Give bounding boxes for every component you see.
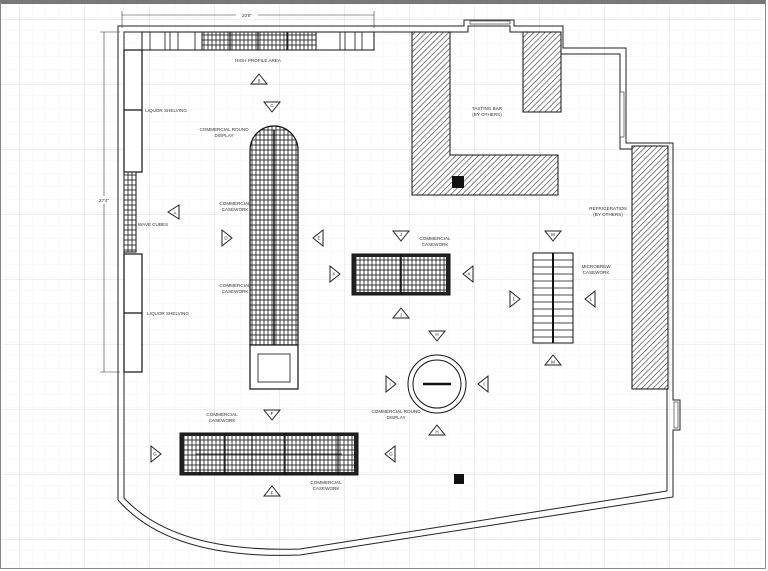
- section-marker[interactable]: M: [543, 230, 563, 242]
- label-casework-4b: CASEWORK: [209, 418, 237, 423]
- label-microbrew-2: CASEWORK: [583, 270, 611, 275]
- label-tasting-bar-1: TASTING BAR: [472, 106, 503, 111]
- microbrew-casework: [532, 252, 574, 344]
- label-round-display-bottom-2: DISPLAY: [386, 415, 405, 420]
- label-casework-4a: COMMERCIAL: [206, 412, 238, 417]
- label-casework-2b: CASEWORK: [222, 289, 250, 294]
- column-block: [454, 474, 464, 484]
- section-marker[interactable]: J: [391, 307, 411, 319]
- dimension-top-label: 20'8": [242, 13, 253, 18]
- section-marker[interactable]: K: [329, 264, 341, 284]
- label-liquor-shelving-top: LIQUOR SHELVING: [145, 108, 187, 113]
- door-right: [619, 91, 625, 138]
- center-casework: [351, 253, 451, 296]
- section-marker[interactable]: E: [312, 228, 324, 248]
- svg-text:A: A: [173, 211, 176, 216]
- svg-text:G: G: [153, 452, 157, 457]
- section-marker[interactable]: K: [462, 264, 474, 284]
- label-round-display-bottom-1: COMMERCIAL ROUND: [371, 409, 421, 414]
- label-casework-3a: COMMERCIAL: [419, 236, 451, 241]
- svg-text:M: M: [551, 232, 555, 237]
- svg-text:L: L: [590, 297, 593, 302]
- label-liquor-shelving-bottom: LIQUOR SHELVING: [147, 311, 189, 316]
- bottom-casework: [179, 432, 359, 476]
- svg-text:J: J: [400, 313, 402, 318]
- section-marker[interactable]: I: [477, 374, 489, 394]
- svg-text:J: J: [400, 232, 402, 237]
- svg-text:K: K: [332, 272, 335, 277]
- section-marker[interactable]: L: [509, 289, 521, 309]
- liquor-shelving-left: [123, 49, 143, 373]
- svg-text:F: F: [271, 491, 274, 496]
- svg-text:I: I: [483, 382, 484, 387]
- section-marker[interactable]: F: [262, 485, 282, 497]
- door-top: [469, 20, 511, 25]
- dimension-left-label: 27'4": [99, 198, 110, 203]
- label-round-display-top-2: DISPLAY: [214, 133, 233, 138]
- label-casework-5b: CASEWORK: [313, 486, 341, 491]
- label-tasting-bar-2: (BY OTHERS): [472, 112, 502, 117]
- long-casework-display: [249, 125, 299, 390]
- label-casework-1a: COMMERCIAL: [219, 201, 251, 206]
- section-marker[interactable]: H: [427, 424, 447, 436]
- round-display: [407, 354, 467, 414]
- label-refrigeration-2: (BY OTHERS): [593, 212, 623, 217]
- svg-text:G: G: [389, 452, 393, 457]
- svg-text:I: I: [389, 382, 390, 387]
- label-casework-2a: COMMERCIAL: [219, 283, 251, 288]
- section-marker[interactable]: H: [427, 330, 447, 342]
- svg-text:H: H: [435, 430, 438, 435]
- section-marker[interactable]: B: [249, 73, 269, 85]
- svg-text:F: F: [271, 411, 274, 416]
- svg-text:H: H: [435, 332, 438, 337]
- label-casework-1b: CASEWORK: [222, 207, 250, 212]
- section-marker[interactable]: G: [384, 444, 396, 464]
- section-marker[interactable]: C: [262, 101, 282, 113]
- section-marker[interactable]: F: [262, 409, 282, 421]
- label-casework-5a: COMMERCIAL: [310, 480, 342, 485]
- label-wave-cubes: WAVE CUBES: [138, 222, 168, 227]
- tasting-bar: [411, 31, 562, 196]
- svg-text:K: K: [467, 272, 470, 277]
- svg-text:E: E: [317, 236, 320, 241]
- dimension-top: 20'8": [121, 11, 375, 28]
- section-marker[interactable]: L: [584, 289, 596, 309]
- label-high-profile-area: HIGH PROFILE AREA: [235, 58, 282, 63]
- high-profile-shelving: [141, 31, 375, 51]
- section-marker[interactable]: G: [150, 444, 162, 464]
- section-marker[interactable]: M: [543, 354, 563, 366]
- svg-text:M: M: [551, 360, 555, 365]
- refrigeration-unit: [631, 145, 669, 390]
- svg-text:D: D: [224, 236, 228, 241]
- door-lower-right: [673, 401, 679, 429]
- section-marker[interactable]: A: [167, 204, 180, 220]
- label-refrigeration-1: REFRIGERATION: [589, 206, 626, 211]
- label-casework-3b: CASEWORK: [422, 242, 450, 247]
- svg-text:C: C: [270, 103, 274, 108]
- section-marker[interactable]: I: [385, 374, 397, 394]
- dimension-left: 27'4": [96, 31, 120, 373]
- section-marker[interactable]: J: [391, 230, 411, 242]
- svg-text:B: B: [257, 79, 260, 84]
- label-round-display-top-1: COMMERCIAL ROUND: [199, 127, 249, 132]
- label-microbrew-1: MICROBREW: [581, 264, 611, 269]
- svg-text:L: L: [513, 297, 516, 302]
- section-marker[interactable]: D: [221, 228, 233, 248]
